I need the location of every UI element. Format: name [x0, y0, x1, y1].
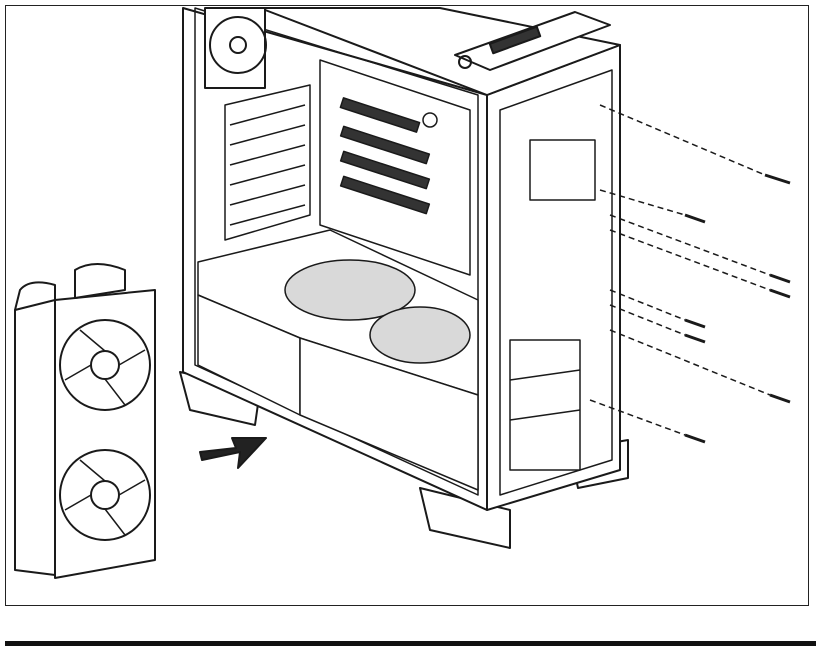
drive-cage	[509, 139, 596, 471]
install-arrow-icon	[199, 437, 267, 469]
expansion-slots	[224, 84, 311, 241]
illustration-frame	[5, 5, 809, 606]
radiator-fan-assembly	[14, 263, 156, 579]
motherboard	[319, 59, 471, 276]
psu-shroud	[197, 229, 479, 491]
rear-exhaust-fan	[204, 7, 267, 89]
top-io-panel	[454, 11, 611, 71]
screws	[589, 104, 791, 444]
bottom-divider	[5, 641, 816, 646]
